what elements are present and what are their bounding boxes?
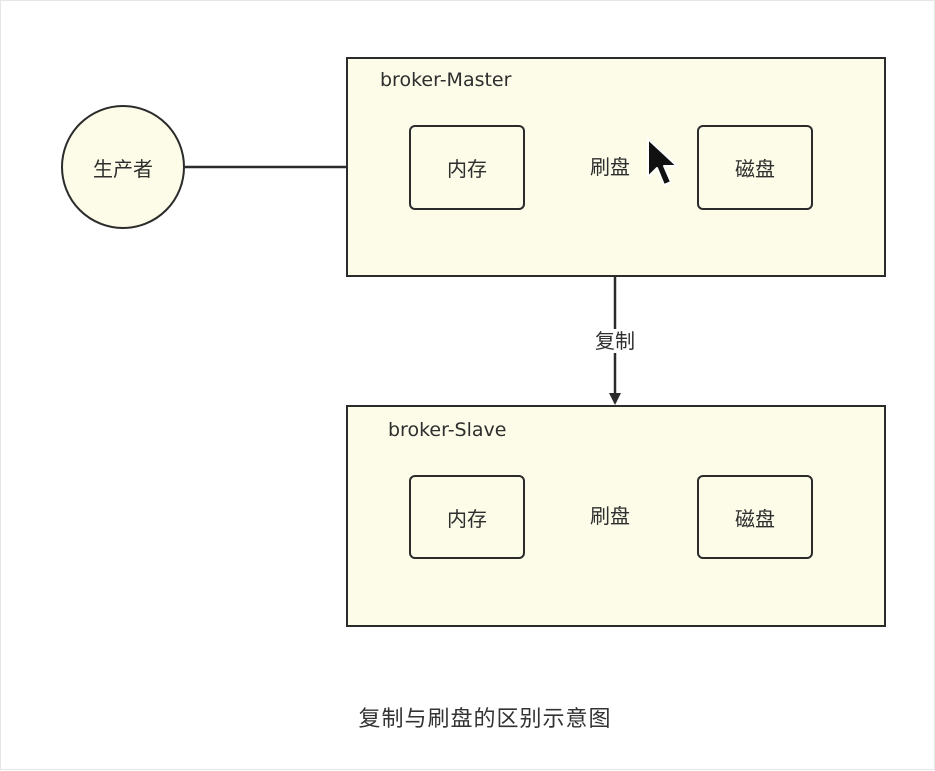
- master-memory-label: 内存: [447, 157, 487, 181]
- master-memory-node: 内存: [409, 125, 525, 210]
- producer-label: 生产者: [93, 156, 153, 181]
- producer-node: 生产者: [61, 105, 185, 229]
- broker-slave-title: broker-Slave: [388, 419, 507, 441]
- replication-label: 复制: [593, 329, 637, 353]
- broker-master-title: broker-Master: [380, 69, 512, 91]
- master-flush-label: 刷盘: [588, 155, 632, 179]
- slave-flush-label: 刷盘: [588, 504, 632, 528]
- mouse-cursor-icon: [647, 138, 678, 186]
- diagram-caption: 复制与刷盘的区别示意图: [358, 707, 612, 732]
- slave-memory-node: 内存: [409, 475, 525, 559]
- slave-disk-label: 磁盘: [735, 506, 775, 531]
- slave-memory-label: 内存: [447, 506, 487, 531]
- master-disk-node: 磁盘: [697, 125, 813, 210]
- slave-disk-node: 磁盘: [697, 475, 813, 559]
- master-disk-label: 磁盘: [735, 157, 775, 181]
